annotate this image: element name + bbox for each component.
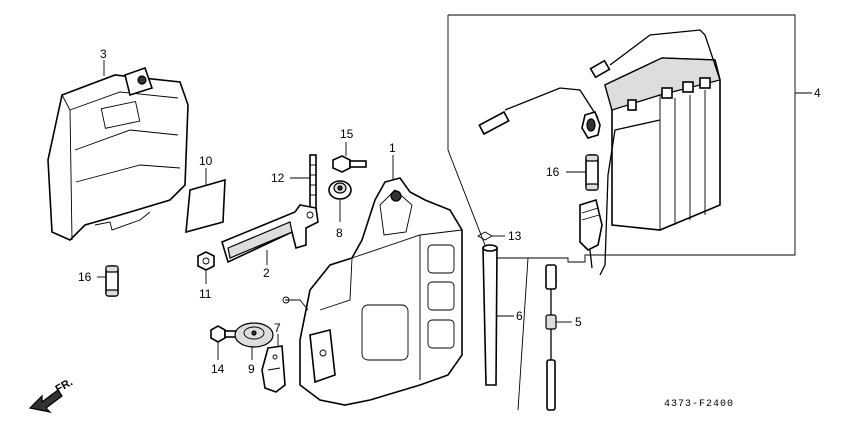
battery [604, 57, 721, 231]
callout-2: 2 [263, 266, 270, 280]
callout-10: 10 [199, 154, 213, 168]
battery-cables [478, 29, 721, 276]
nut-small [197, 251, 215, 271]
callout-1: 1 [389, 141, 396, 155]
diagram-code: 4373-F2400 [664, 399, 734, 410]
callout-8: 8 [336, 226, 343, 240]
callout-7: 7 [274, 321, 281, 335]
grommet [328, 180, 352, 200]
callout-5: 5 [575, 315, 582, 329]
callout-3: 3 [100, 47, 107, 61]
front-direction-label: FR. [54, 376, 75, 395]
rubber-washer [234, 322, 274, 348]
spare-fuse-right [579, 154, 603, 269]
callout-15: 15 [340, 127, 354, 141]
bracket [221, 204, 319, 264]
callout-9: 9 [248, 362, 255, 376]
fuse-holder-cable [517, 257, 557, 411]
bolt-top [332, 155, 367, 173]
battery-case [282, 177, 463, 406]
rod-bolt [309, 154, 317, 216]
callout-16-right: 16 [546, 165, 560, 179]
clip [261, 345, 286, 393]
callout-11: 11 [199, 287, 212, 301]
caution-label [185, 178, 226, 234]
callout-6: 6 [516, 309, 523, 323]
callout-4: 4 [814, 86, 821, 100]
breather-tube [482, 244, 498, 386]
front-direction-arrow-icon [28, 389, 63, 413]
callout-16-left: 16 [78, 270, 92, 284]
callout-13: 13 [508, 229, 522, 243]
callout-12: 12 [271, 171, 285, 185]
spare-fuse-left [105, 265, 119, 297]
callout-14: 14 [211, 362, 225, 376]
battery-cover [47, 66, 189, 241]
